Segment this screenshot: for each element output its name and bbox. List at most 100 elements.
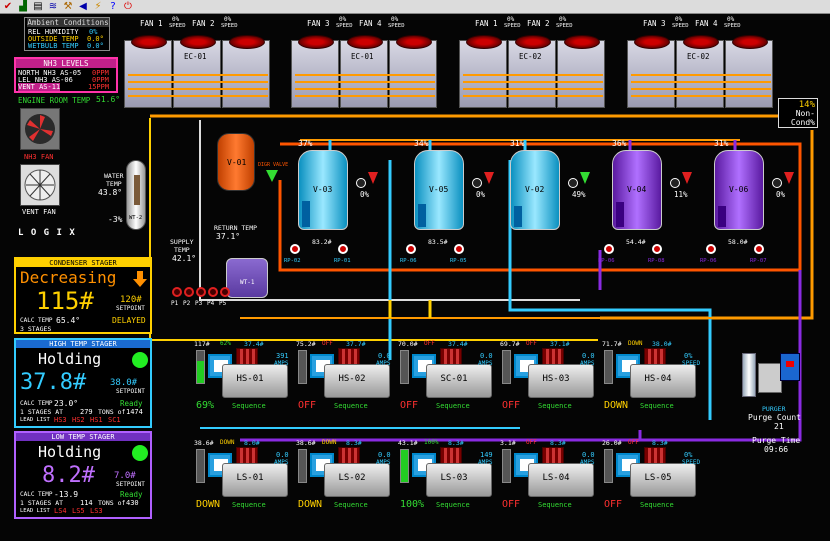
vessel[interactable]: V-04 [612, 150, 662, 230]
fan-icon[interactable] [180, 35, 216, 49]
amps-label: AMPS [274, 360, 289, 367]
vent-fan-icon[interactable] [20, 164, 60, 206]
condenser-fan-bank[interactable]: EC-02 [627, 30, 775, 108]
fan-icon[interactable] [396, 35, 432, 49]
pump-icon[interactable] [604, 244, 614, 254]
pump-icon[interactable] [338, 244, 348, 254]
valve-actuator-icon[interactable] [682, 172, 692, 184]
vessel[interactable]: V-06 [714, 150, 764, 230]
valve-percent: 11% [674, 190, 688, 199]
amps-value: 0.0 [582, 451, 595, 459]
fan-speed: 0% [727, 16, 735, 23]
valve-icon[interactable] [356, 178, 366, 188]
compressor[interactable]: HS-01 [208, 346, 292, 404]
fan-icon[interactable] [515, 35, 551, 49]
valve-icon[interactable] [568, 178, 578, 188]
pump-icon[interactable] [406, 244, 416, 254]
pump-icon[interactable] [454, 244, 464, 254]
fan-icon[interactable] [347, 35, 383, 49]
fan-icon[interactable] [131, 35, 167, 49]
valve-icon[interactable] [472, 178, 482, 188]
compressor[interactable]: HS-04 [616, 346, 700, 404]
discharge-pressure: 38.0# [652, 340, 672, 348]
valve-icon[interactable] [670, 178, 680, 188]
compressor[interactable]: LS-01 [208, 445, 292, 503]
noncond-box: 14% Non- Cond% [778, 98, 818, 128]
pump-label: RP-06 [700, 258, 717, 264]
amps-value: 149 [480, 451, 493, 459]
pump-icon[interactable] [290, 244, 300, 254]
level-fill [418, 203, 426, 227]
compressor-tag: 100% [424, 439, 439, 446]
ambient-value: 0.0° [87, 35, 104, 43]
vessel[interactable]: V-02 [510, 150, 560, 230]
pump-icon[interactable] [208, 287, 218, 297]
vessel-label: V-03 [313, 185, 333, 194]
valve-actuator-icon[interactable] [784, 172, 794, 184]
suction-pressure: 26.0# [602, 439, 622, 447]
purger-unit[interactable] [742, 349, 800, 401]
vessel[interactable]: V-03 [298, 150, 348, 230]
pump-icon[interactable] [184, 287, 194, 297]
compressor[interactable]: HS-02 [310, 346, 394, 404]
low-temp-stager[interactable]: LOW TEMP STAGER Holding 8.2# 7.0# SETPOI… [14, 431, 152, 519]
checkmark-icon[interactable]: ✔ [3, 1, 13, 12]
compressor[interactable]: LS-03 [412, 445, 496, 503]
fan-icon[interactable] [466, 35, 502, 49]
valve-icon[interactable] [772, 178, 782, 188]
pump-icon[interactable] [196, 287, 206, 297]
chart-icon[interactable]: ≋ [48, 1, 58, 12]
amps-label: AMPS [478, 459, 493, 466]
pump-icon[interactable] [652, 244, 662, 254]
help-icon[interactable]: ? [110, 1, 116, 12]
v01-label: V-01 [227, 158, 247, 167]
compressor-state: DOWN [196, 499, 221, 510]
compressor-tag: DOWN [220, 439, 235, 446]
high-temp-stager[interactable]: HIGH TEMP STAGER Holding 37.8# 38.0# SET… [14, 338, 152, 428]
discharge-pressure: 37.4# [244, 340, 264, 348]
nh3-fan-icon[interactable] [20, 108, 60, 150]
compressor[interactable]: LS-04 [514, 445, 598, 503]
speed-label: SPEED [672, 23, 689, 29]
compressor[interactable]: HS-03 [514, 346, 598, 404]
fan-icon[interactable] [683, 35, 719, 49]
v01-vessel[interactable]: V-01 [217, 133, 255, 191]
compressor-tag: OFF [322, 340, 333, 347]
pump-icon[interactable] [706, 244, 716, 254]
doc-icon[interactable]: ▤ [33, 1, 43, 12]
condenser-fan-bank[interactable]: EC-01 [124, 30, 272, 108]
fan-icon[interactable] [564, 35, 600, 49]
low-setpoint: 7.0# [114, 471, 136, 481]
lead-item: LS3 [90, 507, 103, 515]
speed-label: SPEED [556, 23, 573, 29]
nh3-label: LEL NH3 AS-06 [18, 76, 73, 84]
vessel-level: 37% [298, 139, 313, 148]
sound-icon[interactable]: ◀ [79, 1, 87, 12]
toolbar: ✔ ▟ ▤ ≋ ⚒ ◀ ⚡ ? ⏻ [0, 0, 830, 14]
valve-actuator-icon[interactable] [368, 172, 378, 184]
fan-icon[interactable] [732, 35, 768, 49]
flash-icon[interactable]: ⚡ [94, 1, 102, 12]
fan-icon[interactable] [229, 35, 265, 49]
condenser-fan-bank[interactable]: EC-01 [291, 30, 439, 108]
condenser-fan-bank[interactable]: EC-02 [459, 30, 607, 108]
compressor[interactable]: SC-01 [412, 346, 496, 404]
pump-icon[interactable] [220, 287, 230, 297]
pump-amps: 54.4# [626, 238, 646, 246]
pump-icon[interactable] [754, 244, 764, 254]
home-icon[interactable]: ▟ [19, 1, 27, 12]
lead-item: HS3 [54, 416, 67, 424]
pump-icon[interactable] [172, 287, 182, 297]
compressor[interactable]: LS-02 [310, 445, 394, 503]
valve-actuator-icon[interactable] [484, 172, 494, 184]
power-icon[interactable]: ⏻ [124, 1, 132, 12]
fan-icon[interactable] [634, 35, 670, 49]
coil-line [631, 88, 771, 90]
compressor[interactable]: LS-05 [616, 445, 700, 503]
condenser-stager[interactable]: CONDENSER STAGER Decreasing 115# 120# SE… [14, 257, 152, 334]
valve-actuator-icon[interactable] [580, 172, 590, 184]
fan-label: FAN 2 [527, 19, 550, 28]
fan-icon[interactable] [298, 35, 334, 49]
tools-icon[interactable]: ⚒ [63, 1, 73, 12]
vessel[interactable]: V-05 [414, 150, 464, 230]
